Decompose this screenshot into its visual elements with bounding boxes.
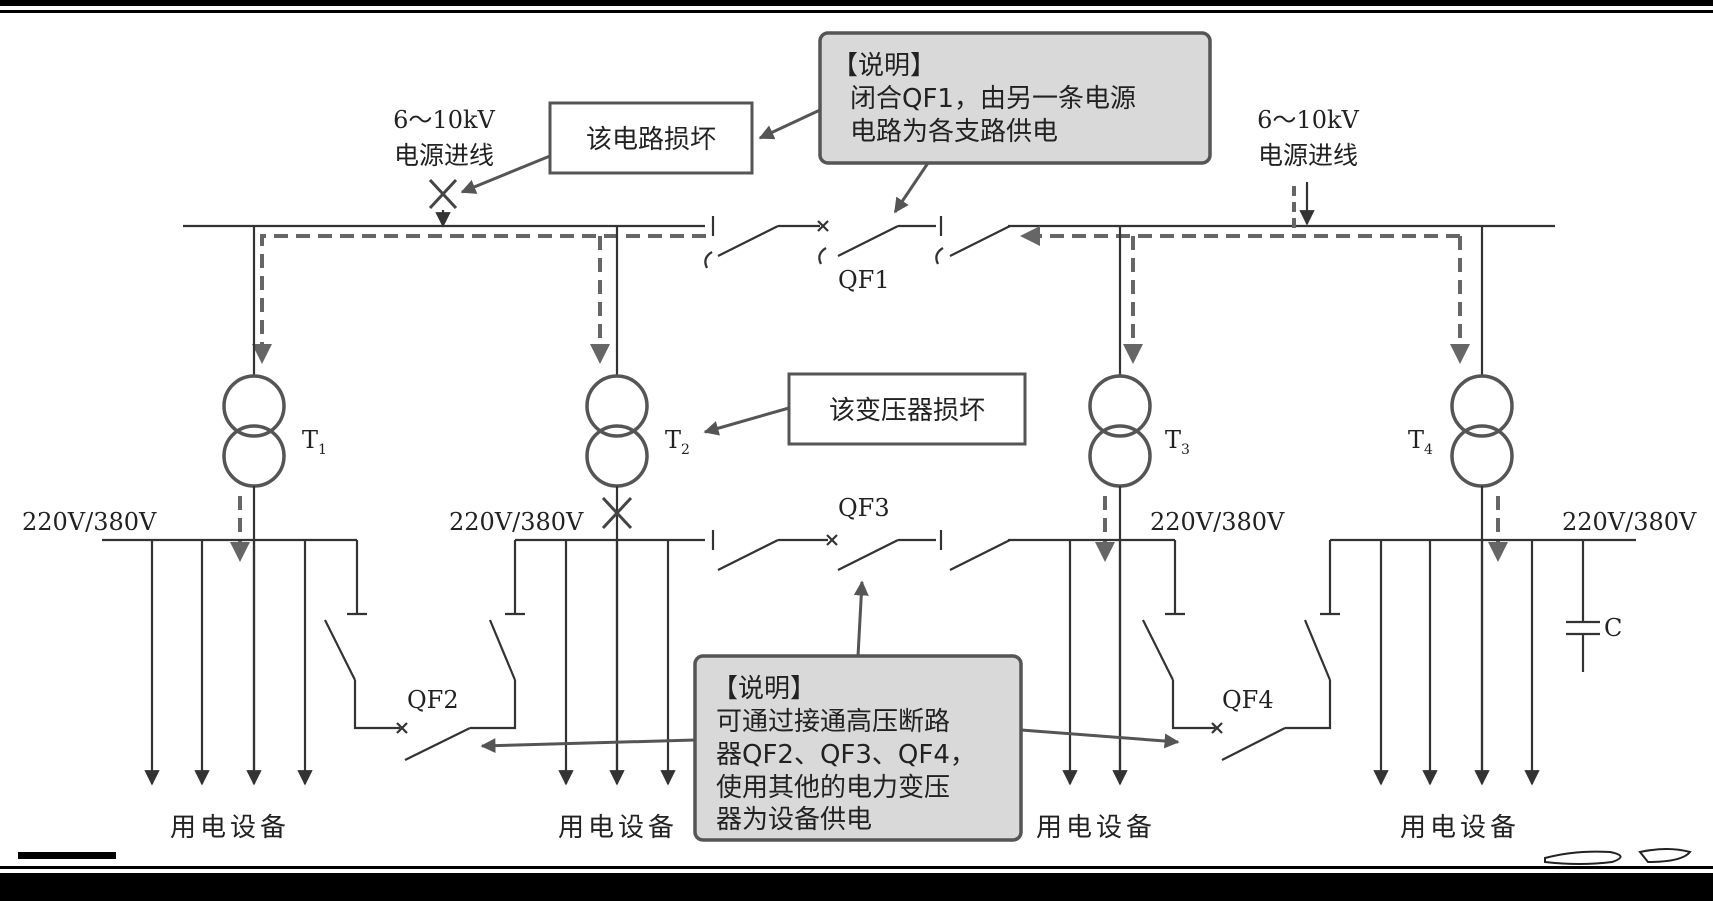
right-supply: 6～10kV 电源进线	[1257, 106, 1360, 238]
bottom-frame-line	[0, 866, 1713, 869]
load-label-4: 用电设备	[1400, 813, 1520, 843]
svg-text:该电路损坏: 该电路损坏	[586, 125, 716, 155]
svg-text:器QF2、QF3、QF4，: 器QF2、QF3、QF4，	[716, 740, 976, 770]
lv-voltage-2: 220V/380V	[449, 508, 584, 536]
left-source-voltage: 6～10kV	[393, 106, 495, 134]
qf3-label: QF3	[838, 494, 890, 522]
qf1-label: QF1	[838, 266, 890, 294]
qf4-label: QF4	[1222, 686, 1274, 714]
svg-text:T4: T4	[1408, 426, 1433, 458]
right-source-voltage: 6～10kV	[1257, 106, 1359, 134]
lv-voltage-4: 220V/380V	[1562, 508, 1697, 536]
note-bottom: 【说明】 可通过接通高压断路 器QF2、QF3、QF4， 使用其他的电力变压 器…	[480, 580, 1180, 842]
left-source-label: 电源进线	[394, 141, 494, 170]
svg-text:电路为各支路供电: 电路为各支路供电	[850, 117, 1058, 147]
left-supply: 6～10kV 电源进线	[393, 106, 496, 228]
top-frame-bar	[0, 0, 1713, 6]
svg-text:可通过接通高压断路: 可通过接通高压断路	[716, 707, 950, 737]
hv-bus	[183, 216, 1555, 236]
svg-text:器为设备供电: 器为设备供电	[716, 805, 872, 835]
footer-mark-left	[18, 852, 116, 859]
transformer-t2: T2	[585, 226, 690, 770]
capacitor-label: C	[1604, 614, 1622, 642]
svg-text:【说明】: 【说明】	[832, 51, 936, 81]
svg-text:T1: T1	[302, 426, 327, 458]
breaker-qf2: QF2	[324, 540, 525, 761]
svg-text:使用其他的电力变压: 使用其他的电力变压	[716, 773, 950, 803]
load-label-3: 用电设备	[1036, 813, 1156, 843]
flow-path-hv-left	[252, 234, 706, 364]
callout-transformer-broken: 该变压器损坏	[703, 372, 1027, 446]
right-source-label: 电源进线	[1258, 141, 1358, 170]
breaker-qf1: QF1	[704, 220, 1011, 294]
top-frame-line	[0, 10, 1713, 13]
callout-line-broken: 该电路损坏	[460, 101, 754, 194]
capacitor-c: C	[1566, 540, 1622, 672]
load-feeders	[144, 540, 1540, 786]
note-top: 【说明】 闭合QF1，由另一条电源 电路为各支路供电	[758, 31, 1212, 214]
svg-text:闭合QF1，由另一条电源: 闭合QF1，由另一条电源	[850, 84, 1136, 114]
breaker-qf4: QF4	[1142, 540, 1340, 761]
load-label-2: 用电设备	[558, 813, 678, 843]
bottom-frame-bar	[0, 873, 1713, 901]
load-label-1: 用电设备	[170, 813, 290, 843]
footer-mark-right	[1518, 878, 1613, 901]
breaker-qf3: QF3	[717, 494, 1011, 571]
svg-text:T2: T2	[665, 426, 690, 458]
svg-text:【说明】: 【说明】	[712, 674, 816, 704]
svg-text:T3: T3	[1165, 426, 1190, 458]
lv-voltage-3: 220V/380V	[1150, 508, 1285, 536]
footer-brush-mark	[1544, 848, 1692, 865]
qf2-label: QF2	[407, 686, 459, 714]
svg-text:该变压器损坏: 该变压器损坏	[829, 396, 985, 426]
lv-voltage-1: 220V/380V	[22, 508, 157, 536]
